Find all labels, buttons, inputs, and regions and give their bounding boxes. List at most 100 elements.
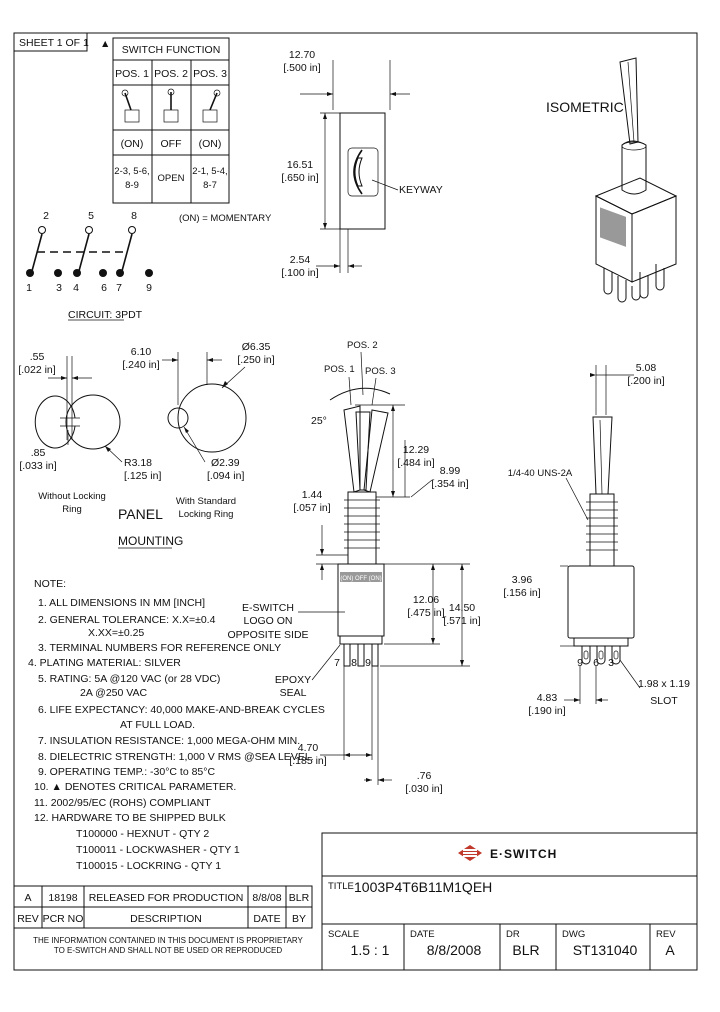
svg-text:DATE: DATE — [410, 929, 435, 940]
svg-text:9: 9 — [365, 657, 371, 669]
svg-text:8. DIELECTRIC STRENGTH: 1,000: 8. DIELECTRIC STRENGTH: 1,000 V RMS @SEA… — [38, 751, 314, 763]
svg-text:DWG: DWG — [562, 929, 585, 940]
svg-text:(ON) OFF (ON): (ON) OFF (ON) — [340, 576, 381, 582]
pos-1-connection-line1: 2-3, 5-6, — [114, 166, 149, 177]
svg-text:Ø6.35: Ø6.35 — [242, 341, 271, 353]
svg-text:2.54: 2.54 — [290, 254, 311, 266]
panel-mounting: .55 [.022 in] .85 [.033 in] R3.18 [.125 … — [18, 341, 275, 549]
company-name: E·SWITCH — [490, 847, 557, 861]
svg-text:[.100 in]: [.100 in] — [281, 267, 318, 279]
svg-text:[.240 in]: [.240 in] — [122, 359, 159, 371]
svg-text:Locking Ring: Locking Ring — [179, 509, 234, 520]
part-number: 1003P4T6B11M1QEH — [354, 879, 492, 895]
notes: NOTE: 1. ALL DIMENSIONS IN MM [INCH] 2. … — [28, 578, 325, 872]
svg-text:PCR NO: PCR NO — [43, 913, 84, 925]
svg-text:9: 9 — [577, 657, 583, 669]
svg-text:[.094 in]: [.094 in] — [207, 470, 244, 482]
svg-text:5. RATING: 5A @120 VAC (or 28: 5. RATING: 5A @120 VAC (or 28 VDC) — [38, 673, 220, 685]
isometric-label: ISOMETRIC — [546, 99, 624, 115]
circuit-schematic: 2 5 8 1 3 4 6 7 9 CIRCUIT: 3PDT — [26, 210, 153, 321]
svg-text:E-SWITCH: E-SWITCH — [242, 602, 294, 614]
svg-text:14.50: 14.50 — [449, 602, 475, 614]
pos-3-connection-line1: 2-1, 5-4, — [192, 166, 227, 177]
svg-text:[.057 in]: [.057 in] — [293, 502, 330, 514]
lever-pos-1-icon — [121, 89, 140, 123]
svg-text:[.250 in]: [.250 in] — [237, 354, 274, 366]
panel-subtitle: MOUNTING — [118, 534, 183, 548]
svg-text:3: 3 — [608, 657, 614, 669]
pos-2-state: OFF — [161, 138, 182, 150]
circuit-label-5: 5 — [88, 210, 94, 222]
svg-text:7: 7 — [334, 657, 340, 669]
svg-text:2A @250 VAC: 2A @250 VAC — [80, 687, 148, 699]
circuit-label-4: 4 — [73, 282, 79, 294]
svg-text:X.XX=±0.25: X.XX=±0.25 — [88, 627, 144, 639]
svg-text:8: 8 — [351, 657, 357, 669]
svg-text:SEAL: SEAL — [280, 687, 307, 699]
svg-text:DATE: DATE — [253, 913, 280, 925]
svg-text:T100015 - LOCKRING - QTY 1: T100015 - LOCKRING - QTY 1 — [76, 860, 221, 872]
circuit-caption: CIRCUIT: 3PDT — [68, 309, 143, 321]
svg-text:REV: REV — [656, 929, 676, 940]
svg-text:[.571 in]: [.571 in] — [443, 615, 480, 627]
svg-text:12. HARDWARE TO BE SHIPPED BUL: 12. HARDWARE TO BE SHIPPED BULK — [34, 812, 226, 824]
svg-text:DR: DR — [506, 929, 520, 940]
svg-text:2. GENERAL TOLERANCE: X.X=±0.4: 2. GENERAL TOLERANCE: X.X=±0.4 — [38, 614, 216, 626]
svg-text:6: 6 — [593, 657, 599, 669]
svg-text:With Standard: With Standard — [176, 496, 236, 507]
svg-text:T100011 - LOCKWASHER - QTY 1: T100011 - LOCKWASHER - QTY 1 — [76, 844, 240, 856]
pos-3-state: (ON) — [199, 138, 222, 150]
sheet-label-box — [13, 32, 88, 52]
svg-text:4.83: 4.83 — [537, 692, 558, 704]
circuit-label-9: 9 — [146, 282, 152, 294]
proprietary-line-1: THE INFORMATION CONTAINED IN THIS DOCUME… — [33, 936, 303, 945]
svg-text:12.29: 12.29 — [403, 444, 429, 456]
svg-text:3.96: 3.96 — [512, 574, 533, 586]
svg-text:R3.18: R3.18 — [124, 457, 152, 469]
svg-text:T100000 - HEXNUT - QTY 2: T100000 - HEXNUT - QTY 2 — [76, 828, 209, 840]
drawing-number: ST131040 — [573, 942, 638, 958]
e-switch-logo-icon — [458, 845, 482, 861]
svg-text:TITLE: TITLE — [328, 881, 354, 892]
side-view: POS. 2 POS. 1 POS. 3 25° (ON) OFF (ON) — [227, 340, 480, 795]
svg-text:POS. 2: POS. 2 — [347, 340, 378, 351]
svg-text:.76: .76 — [417, 770, 432, 782]
circuit-label-3: 3 — [56, 282, 62, 294]
svg-text:Ø2.39: Ø2.39 — [211, 457, 240, 469]
svg-text:POS. 1: POS. 1 — [324, 364, 355, 375]
svg-text:10. ▲ DENOTES CRITICAL PARAMET: 10. ▲ DENOTES CRITICAL PARAMETER. — [34, 781, 236, 793]
svg-text:[.484 in]: [.484 in] — [397, 457, 434, 469]
switch-function-table: SWITCH FUNCTION POS. 1 POS. 2 POS. 3 (ON… — [112, 37, 230, 204]
svg-text:1.98 x 1.19: 1.98 x 1.19 — [638, 678, 690, 690]
svg-text:SLOT: SLOT — [650, 695, 678, 707]
pos-1-state: (ON) — [121, 138, 144, 150]
circuit-label-7: 7 — [116, 282, 122, 294]
keyway-label: KEYWAY — [399, 184, 443, 196]
svg-text:7. INSULATION RESISTANCE: 1,00: 7. INSULATION RESISTANCE: 1,000 MEGA-OHM… — [38, 735, 300, 747]
switch-function-title: SWITCH FUNCTION — [122, 44, 221, 56]
circuit-label-8: 8 — [131, 210, 137, 222]
svg-text:1.44: 1.44 — [302, 489, 323, 501]
svg-text:BLR: BLR — [289, 892, 310, 904]
svg-text:8/8/08: 8/8/08 — [252, 892, 281, 904]
svg-text:LOGO ON: LOGO ON — [243, 615, 292, 627]
revision-value: A — [665, 942, 675, 958]
pos-3-connection-line2: 8-7 — [203, 180, 217, 191]
sheet-label: SHEET 1 OF 1 — [19, 37, 89, 49]
svg-text:.85: .85 — [31, 447, 46, 459]
svg-text:DESCRIPTION: DESCRIPTION — [130, 913, 202, 925]
pos-1-header: POS. 1 — [115, 68, 149, 80]
front-view: 12.70 [.500 in] KEYWAY 16.51 [.650 in] 2… — [281, 49, 442, 279]
svg-text:.55: .55 — [30, 351, 45, 363]
svg-text:[.354 in]: [.354 in] — [431, 478, 468, 490]
svg-text:12.06: 12.06 — [413, 594, 439, 606]
svg-text:9. OPERATING TEMP.: -30°C to 8: 9. OPERATING TEMP.: -30°C to 85°C — [38, 766, 215, 778]
svg-text:Ring: Ring — [62, 504, 82, 515]
circuit-label-1: 1 — [26, 282, 32, 294]
svg-text:[.475 in]: [.475 in] — [407, 607, 444, 619]
svg-text:6.10: 6.10 — [131, 346, 152, 358]
pos-1-connection-line2: 8-9 — [125, 180, 139, 191]
svg-text:12.70: 12.70 — [289, 49, 315, 61]
svg-text:OPPOSITE SIDE: OPPOSITE SIDE — [227, 629, 308, 641]
